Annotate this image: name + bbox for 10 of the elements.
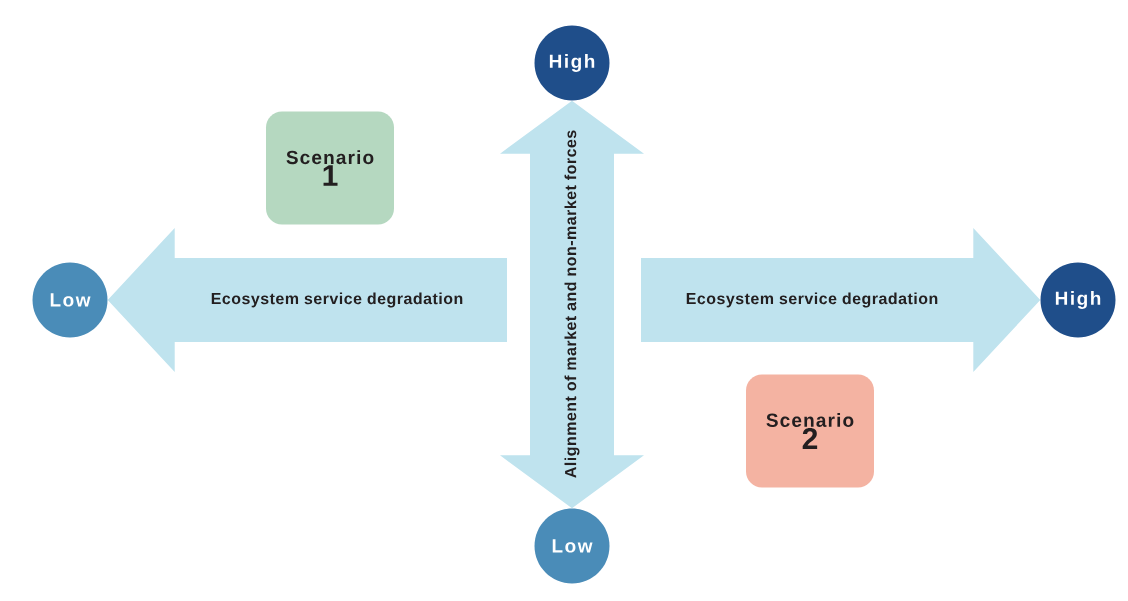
scenario-box: Scenario 2: [746, 374, 874, 488]
circle-node: High: [1040, 262, 1116, 338]
circle-node: Low: [32, 262, 108, 338]
edge-label: Ecosystem service degradation: [209, 291, 465, 309]
edge-label: Ecosystem service degradation: [684, 291, 940, 309]
arrow: [641, 228, 1041, 372]
circle-node: High: [534, 25, 610, 101]
arrow: [107, 228, 507, 372]
scenario-box: Scenario 1: [266, 111, 394, 225]
circle-node: Low: [534, 508, 610, 584]
